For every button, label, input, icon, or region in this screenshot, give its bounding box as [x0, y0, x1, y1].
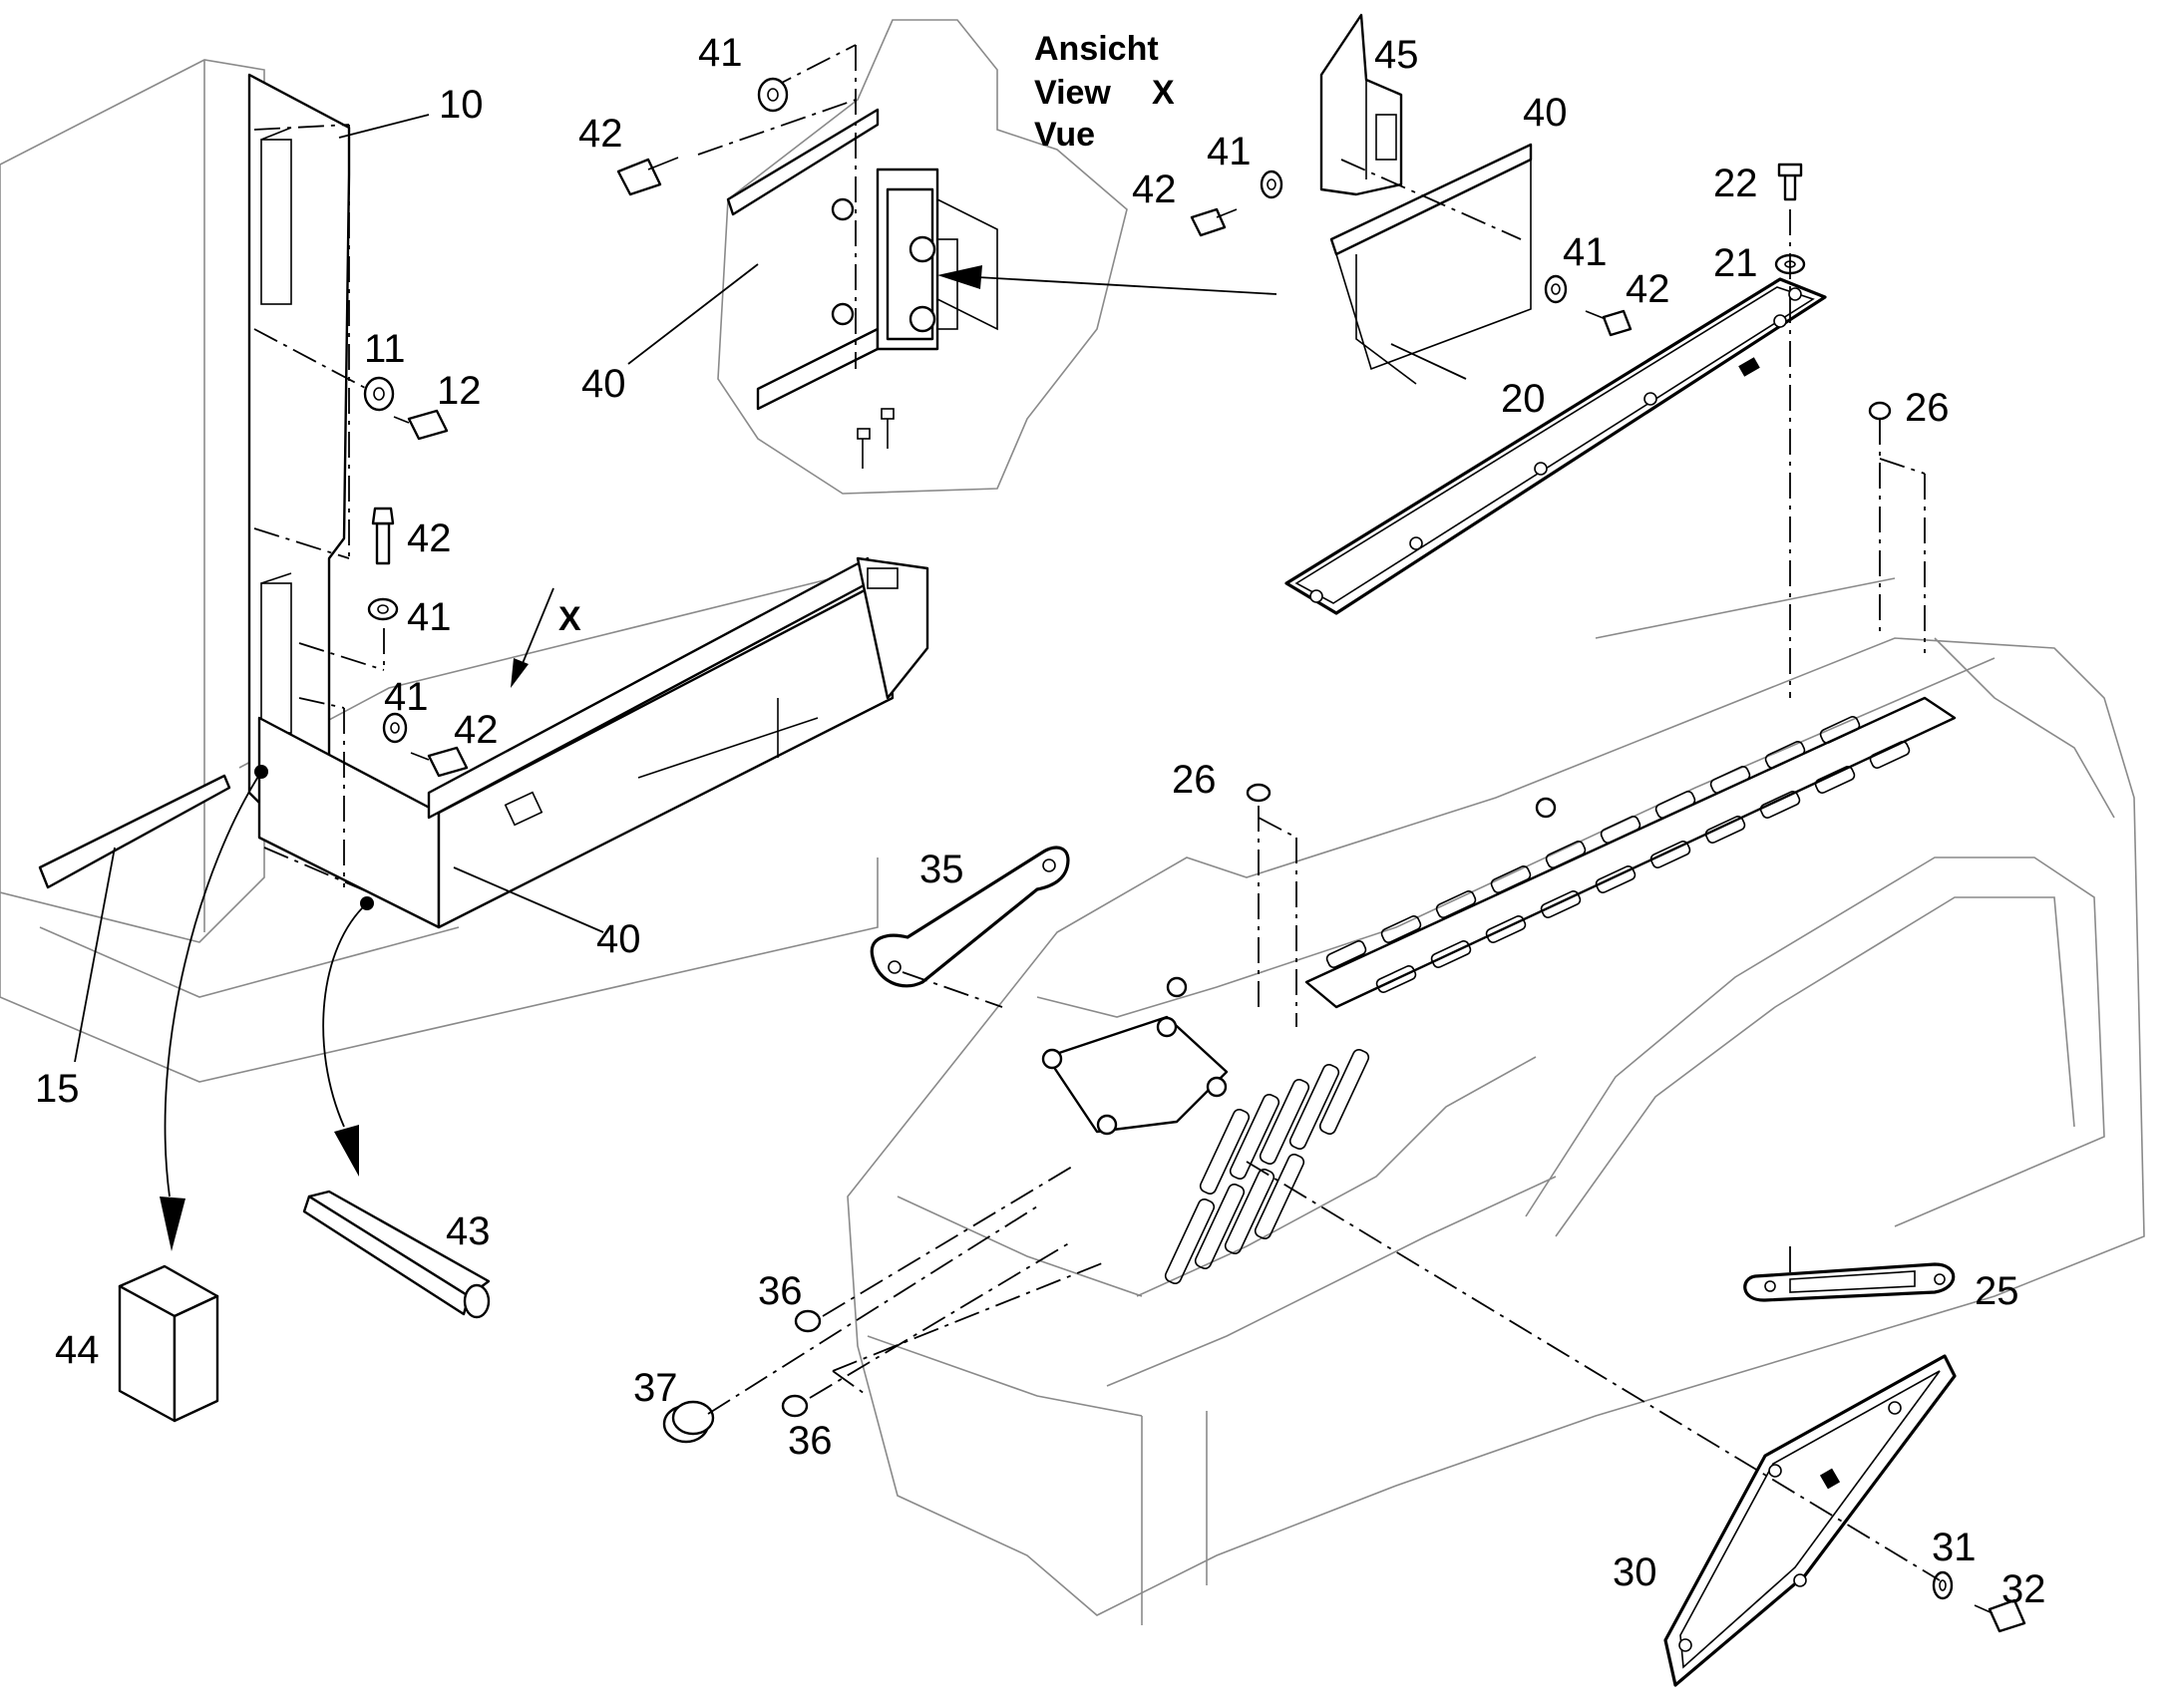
removal-arrow-43	[322, 896, 374, 1177]
callout-30: 30	[1613, 1550, 1657, 1594]
bolt-42-vertical	[371, 507, 395, 565]
callout-42-left-a: 42	[407, 516, 452, 560]
callout-10: 10	[439, 83, 484, 127]
callout-42-inset-right: 42	[1626, 267, 1670, 311]
hood-body	[847, 577, 2145, 1625]
view-title-en: View	[1034, 74, 1111, 112]
bolt-12	[393, 409, 449, 441]
gasket-20	[1284, 277, 1827, 615]
plug-37	[662, 1400, 715, 1444]
view-direction-x: X	[558, 600, 581, 638]
callout-37: 37	[633, 1366, 678, 1410]
plug-36-lower	[781, 1394, 809, 1418]
left-dash-lines	[253, 124, 385, 893]
callout-12: 12	[437, 369, 482, 413]
bolt-22	[1777, 163, 1803, 201]
callout-leaders	[74, 114, 1467, 1063]
callout-45: 45	[1374, 33, 1419, 77]
callout-41-left-a: 41	[407, 595, 452, 639]
view-x-arrow	[511, 587, 554, 688]
callout-42-inset: 42	[1132, 168, 1177, 211]
callout-36-upper: 36	[758, 1269, 803, 1313]
gasket-25	[1743, 1262, 1956, 1302]
callout-15: 15	[35, 1067, 80, 1111]
callout-40-angle: 40	[1523, 91, 1568, 135]
washer-31	[1932, 1570, 1954, 1600]
bolt-42-inset-right	[1585, 309, 1633, 337]
callout-31: 31	[1932, 1526, 1977, 1569]
callout-42-detail: 42	[578, 112, 623, 156]
callout-36-lower: 36	[788, 1419, 833, 1463]
callout-26-mid: 26	[1172, 758, 1217, 802]
removal-arrow-44	[160, 765, 268, 1251]
callout-41-left-b: 41	[384, 675, 429, 719]
bolt-42-inset-top	[1190, 207, 1238, 237]
callout-44: 44	[55, 1328, 100, 1372]
view-title-de: Ansicht	[1034, 30, 1159, 68]
right-dash-lines	[707, 209, 1941, 1581]
callout-35: 35	[919, 848, 964, 891]
bracket-35	[870, 846, 1070, 988]
washer-41-detail	[757, 77, 789, 113]
washer-41-horizontal	[382, 712, 408, 744]
callout-11: 11	[364, 327, 406, 371]
round-cover-plate	[1041, 797, 1557, 1136]
view-title-marker: X	[1152, 74, 1175, 112]
rod-15	[38, 774, 231, 889]
plug-36-upper	[794, 1309, 822, 1333]
callout-20: 20	[1501, 377, 1546, 421]
washer-41-inset-top	[1260, 170, 1283, 199]
callout-41-inset-right: 41	[1563, 230, 1608, 274]
bolt-42-detail	[616, 157, 679, 196]
callout-22: 22	[1713, 162, 1758, 205]
left-housing-ghost	[0, 59, 879, 1083]
gasket-30	[1663, 1354, 1957, 1687]
bracket-45	[1319, 13, 1403, 196]
plug-26-top	[1868, 401, 1892, 421]
callout-25: 25	[1975, 1269, 2019, 1313]
bolt-42-horizontal	[410, 746, 469, 778]
callout-32: 32	[2001, 1567, 2046, 1611]
angle-40-inset	[1329, 143, 1533, 385]
bolt-32	[1974, 1598, 2026, 1633]
callout-26-top: 26	[1905, 386, 1950, 430]
washer-41-vertical	[367, 597, 399, 621]
washer-41-inset-right	[1544, 274, 1568, 304]
side-vents	[1164, 1049, 1370, 1284]
callout-21: 21	[1713, 241, 1758, 285]
block-44	[118, 1264, 219, 1423]
callout-43: 43	[446, 1209, 491, 1253]
washer-11	[363, 376, 395, 412]
base-bracket-40	[257, 556, 929, 929]
view-title-fr: Vue	[1034, 116, 1095, 154]
callout-40-detail: 40	[581, 362, 626, 406]
callout-42-left-b: 42	[454, 708, 499, 752]
callout-41-detail: 41	[698, 31, 743, 75]
callout-labels: 10 11 12 42 41 41 42 X 40 15 43 44 41 42…	[35, 30, 2046, 1611]
seal-strip-43	[302, 1190, 491, 1319]
hood-grille	[1325, 716, 1911, 993]
bracket-10	[247, 73, 351, 835]
plug-26-mid	[1246, 783, 1272, 803]
callout-40-bracket: 40	[596, 917, 641, 961]
view-x-pointer-arrow	[937, 265, 1277, 295]
callout-41-inset: 41	[1207, 130, 1252, 173]
detail-view-x	[697, 19, 1128, 495]
